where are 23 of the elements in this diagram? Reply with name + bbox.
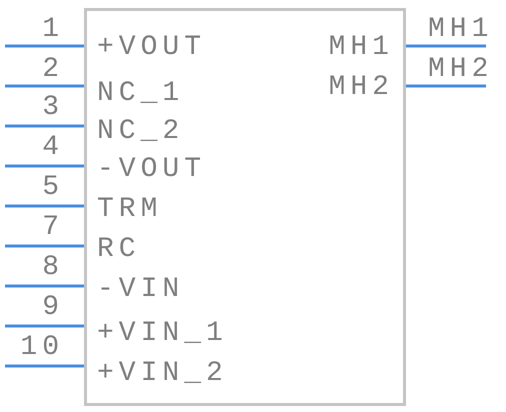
pin-number: 9 — [42, 294, 64, 322]
pin-number: 5 — [42, 174, 64, 202]
pin-number: 3 — [42, 94, 64, 122]
pin-name: RC — [97, 236, 141, 264]
pin-name: NC_1 — [97, 80, 184, 108]
pin-name: +VOUT — [97, 34, 206, 62]
pin-name: MH1 — [428, 16, 494, 44]
pin-name: MH2 — [328, 74, 394, 102]
pin-number: 8 — [42, 254, 64, 282]
pin-number: 4 — [42, 134, 64, 162]
pin-name: +VIN_2 — [97, 360, 228, 388]
pin-number: 10 — [20, 334, 64, 362]
component-body — [84, 8, 406, 406]
pin-number: 7 — [42, 214, 64, 242]
pin-name: -VOUT — [97, 156, 206, 184]
pin-name: MH2 — [428, 56, 494, 84]
pin-name: TRM — [97, 196, 162, 224]
pin-name: +VIN_1 — [97, 320, 228, 348]
pin-name: MH1 — [328, 34, 394, 62]
pin-number: 2 — [42, 56, 64, 84]
pin-number: 1 — [42, 16, 64, 44]
pin-name: -VIN — [97, 276, 184, 304]
pin-name: NC_2 — [97, 118, 184, 146]
